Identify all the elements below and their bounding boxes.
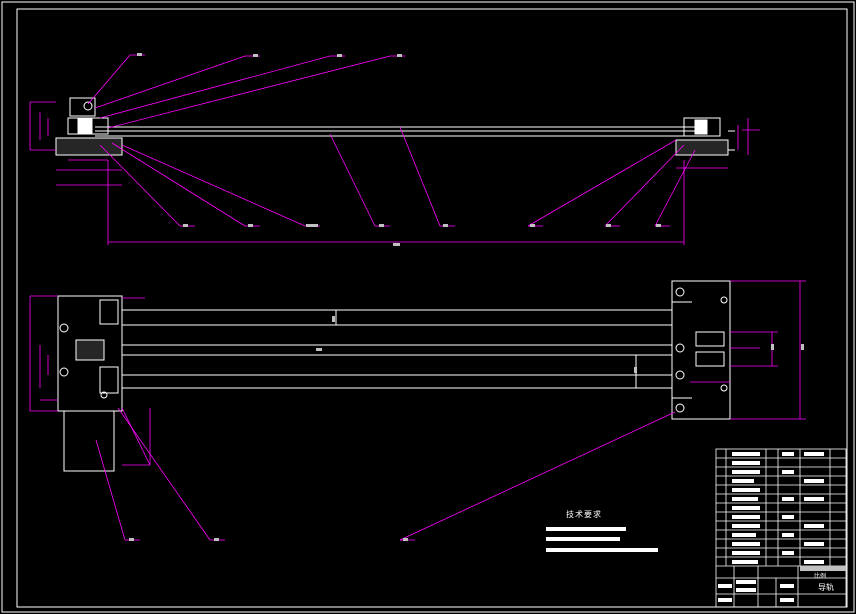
title-block-fills: [718, 452, 846, 602]
technical-requirements-lines: [546, 527, 658, 552]
front-view-leaders: [87, 54, 696, 227]
plan-view: [57, 280, 731, 472]
plan-view-dimensions: [29, 280, 806, 466]
plan-view-leaders: [95, 407, 676, 541]
plan-view-label-tags: [129, 316, 804, 541]
front-view-label-tags: [137, 53, 661, 246]
title-block-scale-label: 比例: [814, 573, 827, 580]
technical-requirements-title: 技术要求: [566, 510, 602, 519]
inner-frame: [16, 8, 848, 608]
title-block: [715, 448, 847, 608]
title-block-drawing-name: 导轨: [818, 583, 834, 592]
front-view-dimensions: [29, 101, 760, 245]
front-view: [55, 97, 735, 156]
